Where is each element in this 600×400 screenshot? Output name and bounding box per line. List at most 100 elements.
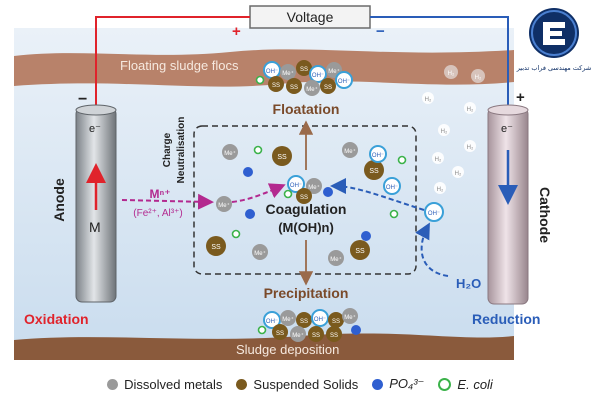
legend-item-phosphate: PO₄³⁻: [372, 376, 424, 392]
anode-label: Anode: [51, 178, 67, 222]
svg-text:H₂: H₂: [475, 75, 482, 81]
svg-text:Me⁺: Me⁺: [282, 316, 294, 323]
svg-text:SS: SS: [211, 244, 221, 251]
oxidation-label: Oxidation: [24, 311, 89, 327]
hydrogen-bubble-7: H₂: [432, 152, 444, 164]
hydrogen-bubble-2: H₂: [471, 69, 485, 83]
floating-floc: OH⁻ Me⁺ SS OH⁻ Me⁺ SS SS Me⁺ SS OH⁻: [255, 60, 353, 96]
svg-text:Me⁺: Me⁺: [330, 256, 342, 263]
anode-wire-sign: +: [232, 23, 241, 40]
phosphate-3: [361, 231, 371, 241]
svg-text:H₂: H₂: [441, 129, 448, 135]
legend-dot-ecoli: [438, 377, 452, 391]
coagulation-label: Coagulation: [266, 201, 347, 217]
metal-ion-examples: (Fe²⁺, Al³⁺): [133, 208, 182, 219]
charge-neutralisation-label-2: Neutralisation: [176, 117, 187, 184]
ecoli-3: [231, 229, 241, 239]
svg-text:H₂: H₂: [425, 97, 432, 103]
anode-metal-symbol: M: [89, 219, 101, 235]
metal-ion-label: Mⁿ⁺: [149, 187, 170, 201]
svg-text:SS: SS: [332, 319, 340, 325]
ecoli-1: [253, 145, 263, 155]
dissolved-metal-2: Me⁺: [342, 142, 358, 158]
svg-text:OH⁻: OH⁻: [428, 211, 440, 217]
water-arrow: [415, 222, 449, 277]
svg-text:H₂: H₂: [435, 157, 442, 163]
svg-text:Me⁺: Me⁺: [344, 148, 356, 155]
legend-dot-phosphate: [372, 378, 384, 390]
svg-text:SS: SS: [312, 333, 320, 339]
svg-text:Me⁺: Me⁺: [218, 202, 230, 209]
hydrogen-bubble-5: H₂: [438, 124, 450, 136]
svg-text:Me⁺: Me⁺: [344, 314, 356, 321]
suspended-solid-1: SS: [272, 146, 292, 166]
svg-text:OH⁻: OH⁻: [338, 79, 350, 85]
water-label: H₂O: [456, 276, 481, 291]
svg-text:OH⁻: OH⁻: [290, 183, 302, 189]
hydroxide-formula: (M(OH)n): [278, 220, 334, 235]
svg-text:OH⁻: OH⁻: [372, 153, 384, 159]
legend-label-phosphate: PO₄³⁻: [389, 376, 425, 391]
svg-text:SS: SS: [277, 154, 287, 161]
svg-text:SS: SS: [300, 67, 308, 73]
legend-item-ecoli: E. coli: [438, 376, 493, 392]
svg-text:OH⁻: OH⁻: [312, 73, 324, 79]
sludge-deposition-label: Sludge deposition: [236, 342, 339, 357]
svg-text:OH⁻: OH⁻: [314, 317, 326, 323]
svg-text:OH⁻: OH⁻: [386, 185, 398, 191]
sludge-deposition-layer: [14, 333, 514, 360]
dissolved-metal-5: Me⁺: [328, 250, 344, 266]
phosphate-1: [243, 167, 253, 177]
hydrogen-bubbles: H₂ H₂ H₂ H₂ H₂ H₂ H₂ H₂ H₂: [422, 65, 485, 194]
svg-text:SS: SS: [272, 83, 280, 89]
svg-text:Me⁺: Me⁺: [224, 150, 236, 157]
svg-text:Me⁺: Me⁺: [308, 184, 320, 191]
svg-text:OH⁻: OH⁻: [266, 319, 278, 325]
legend-label-suspended-solids: Suspended Solids: [253, 376, 359, 392]
anode-electron: e⁻: [89, 123, 101, 135]
svg-text:SS: SS: [300, 319, 308, 325]
company-logo: شرکت مهندسی فراب تدبیر: [510, 4, 598, 88]
hydroxide-ion-2: OH⁻: [383, 177, 401, 195]
cathode-electron: e⁻: [501, 123, 513, 135]
anode-terminal-sign: −: [78, 91, 87, 108]
svg-text:H₂: H₂: [455, 171, 462, 177]
phosphate-2: [323, 187, 333, 197]
reduction-label: Reduction: [472, 311, 540, 327]
ecoli-4: [397, 155, 407, 165]
cathode-top-cap: [487, 104, 529, 116]
legend-item-dissolved-metals: Dissolved metals: [107, 377, 222, 392]
svg-text:Me⁺: Me⁺: [328, 68, 340, 75]
hydrogen-bubble-8: H₂: [452, 166, 464, 178]
svg-text:Me⁺: Me⁺: [254, 250, 266, 257]
hydrogen-bubble-3: H₂: [422, 92, 434, 104]
svg-text:Me⁺: Me⁺: [292, 332, 304, 339]
cathode-wire-sign: −: [376, 23, 385, 40]
hydrogen-bubble-6: H₂: [464, 140, 476, 152]
legend-item-suspended-solids: Suspended Solids: [236, 377, 358, 392]
company-logo-icon: [529, 8, 579, 58]
metal-to-floc-arrow: [231, 183, 286, 203]
svg-text:SS: SS: [330, 333, 338, 339]
suspended-solid-4: SS: [350, 240, 370, 260]
svg-text:SS: SS: [290, 85, 298, 91]
anode-wire: [95, 16, 250, 110]
legend-dot-dissolved-metals: [107, 378, 119, 390]
hydrogen-bubble-9: H₂: [434, 182, 446, 194]
legend-dot-suspended-solids: [236, 378, 248, 390]
metal-ion-arrow: [121, 193, 214, 210]
charge-neutralisation-label-1: Charge: [162, 132, 173, 167]
legend-label-ecoli: E. coli: [457, 376, 493, 392]
hydrogen-bubble-4: H₂: [464, 102, 476, 114]
cathode-wire: [370, 16, 509, 110]
hydroxide-ion-3: OH⁻: [424, 202, 444, 222]
settled-floc: OH⁻ Me⁺ SS OH⁻ SS Me⁺ SS Me⁺ SS SS: [257, 308, 361, 342]
legend-label-dissolved-metals: Dissolved metals: [124, 376, 223, 392]
precipitation-label: Precipitation: [264, 285, 349, 301]
floating-sludge-label: Floating sludge flocs: [120, 58, 239, 73]
svg-text:Me⁺: Me⁺: [306, 86, 318, 93]
suspended-solid-3: SS: [206, 236, 226, 256]
particles: Me⁺ Me⁺ Me⁺ Me⁺ Me⁺ SS SS SS SS OH⁻ OH⁻ …: [206, 60, 444, 342]
hydroxide-ion-1: OH⁻: [369, 145, 387, 163]
